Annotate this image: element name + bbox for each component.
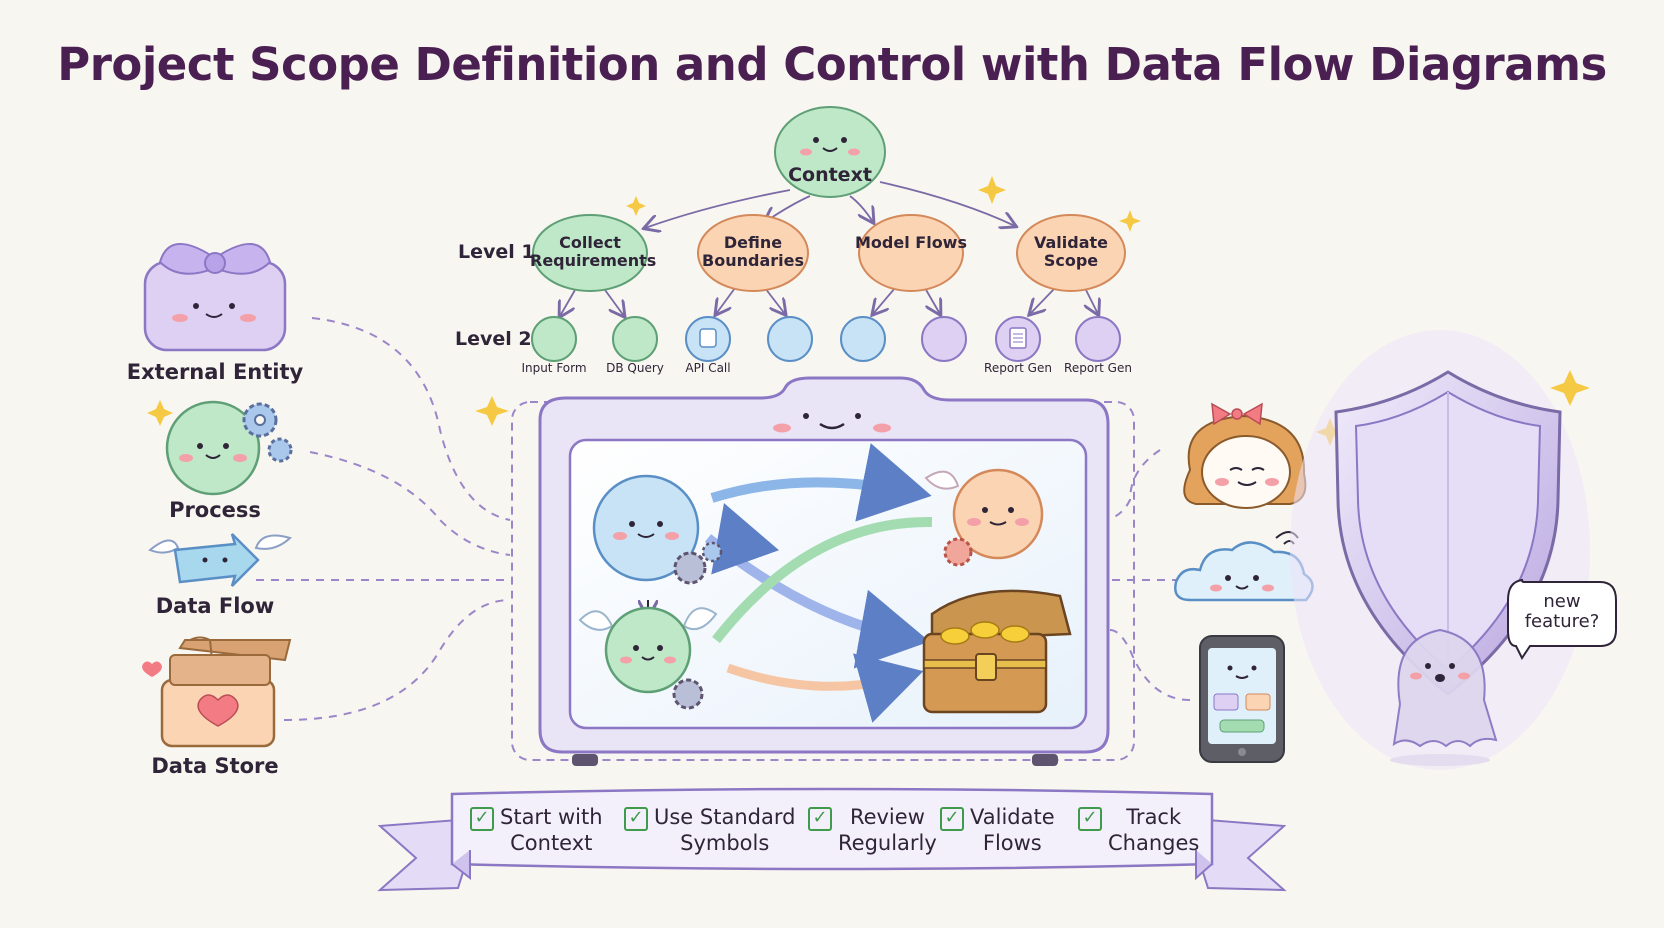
level2-node-label: Input Form — [521, 361, 587, 375]
tip-line: Start with — [500, 805, 603, 829]
legend-process-label: Process — [169, 498, 261, 522]
level1-label: Level 1 — [458, 241, 535, 263]
level2-node-label: DB Query — [606, 361, 664, 375]
level2-node-label: API Call — [685, 361, 731, 375]
external-entity-icon — [143, 242, 287, 352]
scope-shield-icon — [1290, 330, 1590, 770]
legend-data-flow-label: Data Flow — [155, 594, 275, 618]
context-node-label: Context — [788, 164, 872, 186]
speech-bubble — [1507, 578, 1617, 660]
tip-line: Changes — [1108, 831, 1200, 855]
legend-external-entity-label: External Entity — [126, 360, 304, 384]
tip-line: Track — [1126, 805, 1182, 829]
tip-line: Regularly — [838, 831, 937, 855]
tip-line: Context — [510, 831, 593, 855]
level2-nodes — [531, 316, 1121, 362]
level1-node-label: Collect Requirements — [530, 233, 657, 270]
level2-node-label: Report Gen — [984, 361, 1052, 375]
level2-node-label: Report Gen — [1064, 361, 1132, 375]
ghost-icon — [1390, 628, 1498, 766]
checkbox-icon: ✓ — [808, 807, 832, 831]
legend-connectors — [256, 317, 1191, 721]
checkbox-icon: ✓ — [940, 807, 964, 831]
tip-line: Validate — [970, 805, 1055, 829]
level1-node-label: Define Boundaries — [702, 233, 804, 270]
checkbox-icon: ✓ — [470, 807, 494, 831]
level1-node-label: Validate Scope — [1033, 233, 1109, 270]
tip-line: Use Standard — [654, 805, 796, 829]
girl-entity-icon — [1183, 402, 1307, 509]
data-store-icon — [142, 636, 292, 748]
scope-screen — [511, 376, 1135, 766]
speech-bubble-text: new feature? — [1524, 591, 1600, 632]
checkbox-icon: ✓ — [1078, 807, 1102, 831]
hierarchy-connectors — [560, 181, 1098, 316]
level1-nodes — [532, 214, 1126, 292]
data-flow-icon — [148, 533, 292, 587]
process-icon — [165, 400, 293, 496]
tip-line: Symbols — [680, 831, 770, 855]
page-title: Project Scope Definition and Control wit… — [57, 38, 1607, 91]
legend-data-store-label: Data Store — [151, 754, 279, 778]
tip-line: Review — [849, 805, 925, 829]
level2-label: Level 2 — [455, 328, 532, 350]
context-node — [774, 106, 886, 198]
level1-node-label: Model Flows — [855, 233, 967, 252]
phone-entity-icon — [1199, 635, 1285, 763]
checkbox-icon: ✓ — [624, 807, 648, 831]
tips-banner — [377, 787, 1287, 892]
tip-line: Flows — [982, 831, 1042, 855]
